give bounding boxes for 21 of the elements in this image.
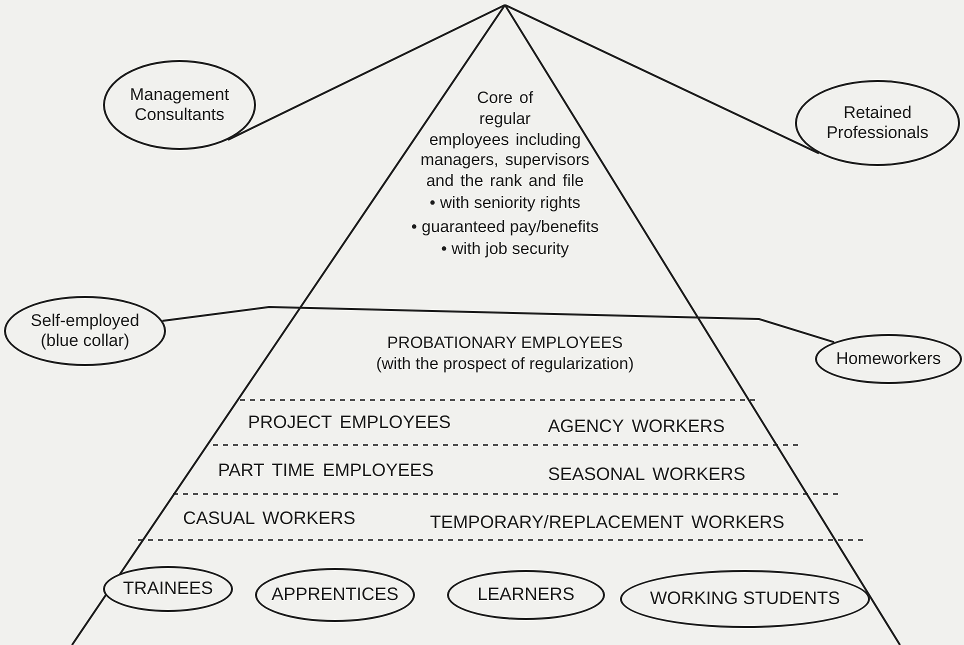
oval-label: Retained Professionals	[795, 80, 960, 166]
oval-label: WORKING STUDENTS	[620, 570, 870, 628]
connector-line	[162, 306, 834, 344]
bullet-item: • guaranteed pay/benefits	[411, 217, 599, 238]
tier-label: PART TIME EMPLOYEES	[218, 460, 434, 481]
connector-line	[228, 4, 506, 141]
tier-label: PROJECT EMPLOYEES	[248, 412, 451, 433]
bullet-item: • with seniority rights	[430, 192, 580, 214]
tier-label: SEASONAL WORKERS	[548, 464, 746, 485]
tier-label: TEMPORARY/REPLACEMENT WORKERS	[430, 512, 784, 533]
core-description: Core of regular employees including managers, supervisors and the rank and file	[420, 88, 590, 192]
tier-label: CASUAL WORKERS	[183, 508, 356, 529]
oval-label: TRAINEES	[103, 566, 233, 612]
oval-label: APPRENTICES	[255, 568, 415, 622]
bullet-item: • with job security	[441, 238, 569, 260]
oval-label: Self-employed (blue collar)	[4, 296, 166, 366]
oval-label: LEARNERS	[447, 570, 605, 620]
tier-heading: PROBATIONARY EMPLOYEES (with the prospect of regularization)	[375, 333, 635, 376]
connector-line	[504, 4, 820, 154]
tier-label: AGENCY WORKERS	[548, 416, 725, 437]
oval-label: Homeworkers	[815, 334, 962, 384]
